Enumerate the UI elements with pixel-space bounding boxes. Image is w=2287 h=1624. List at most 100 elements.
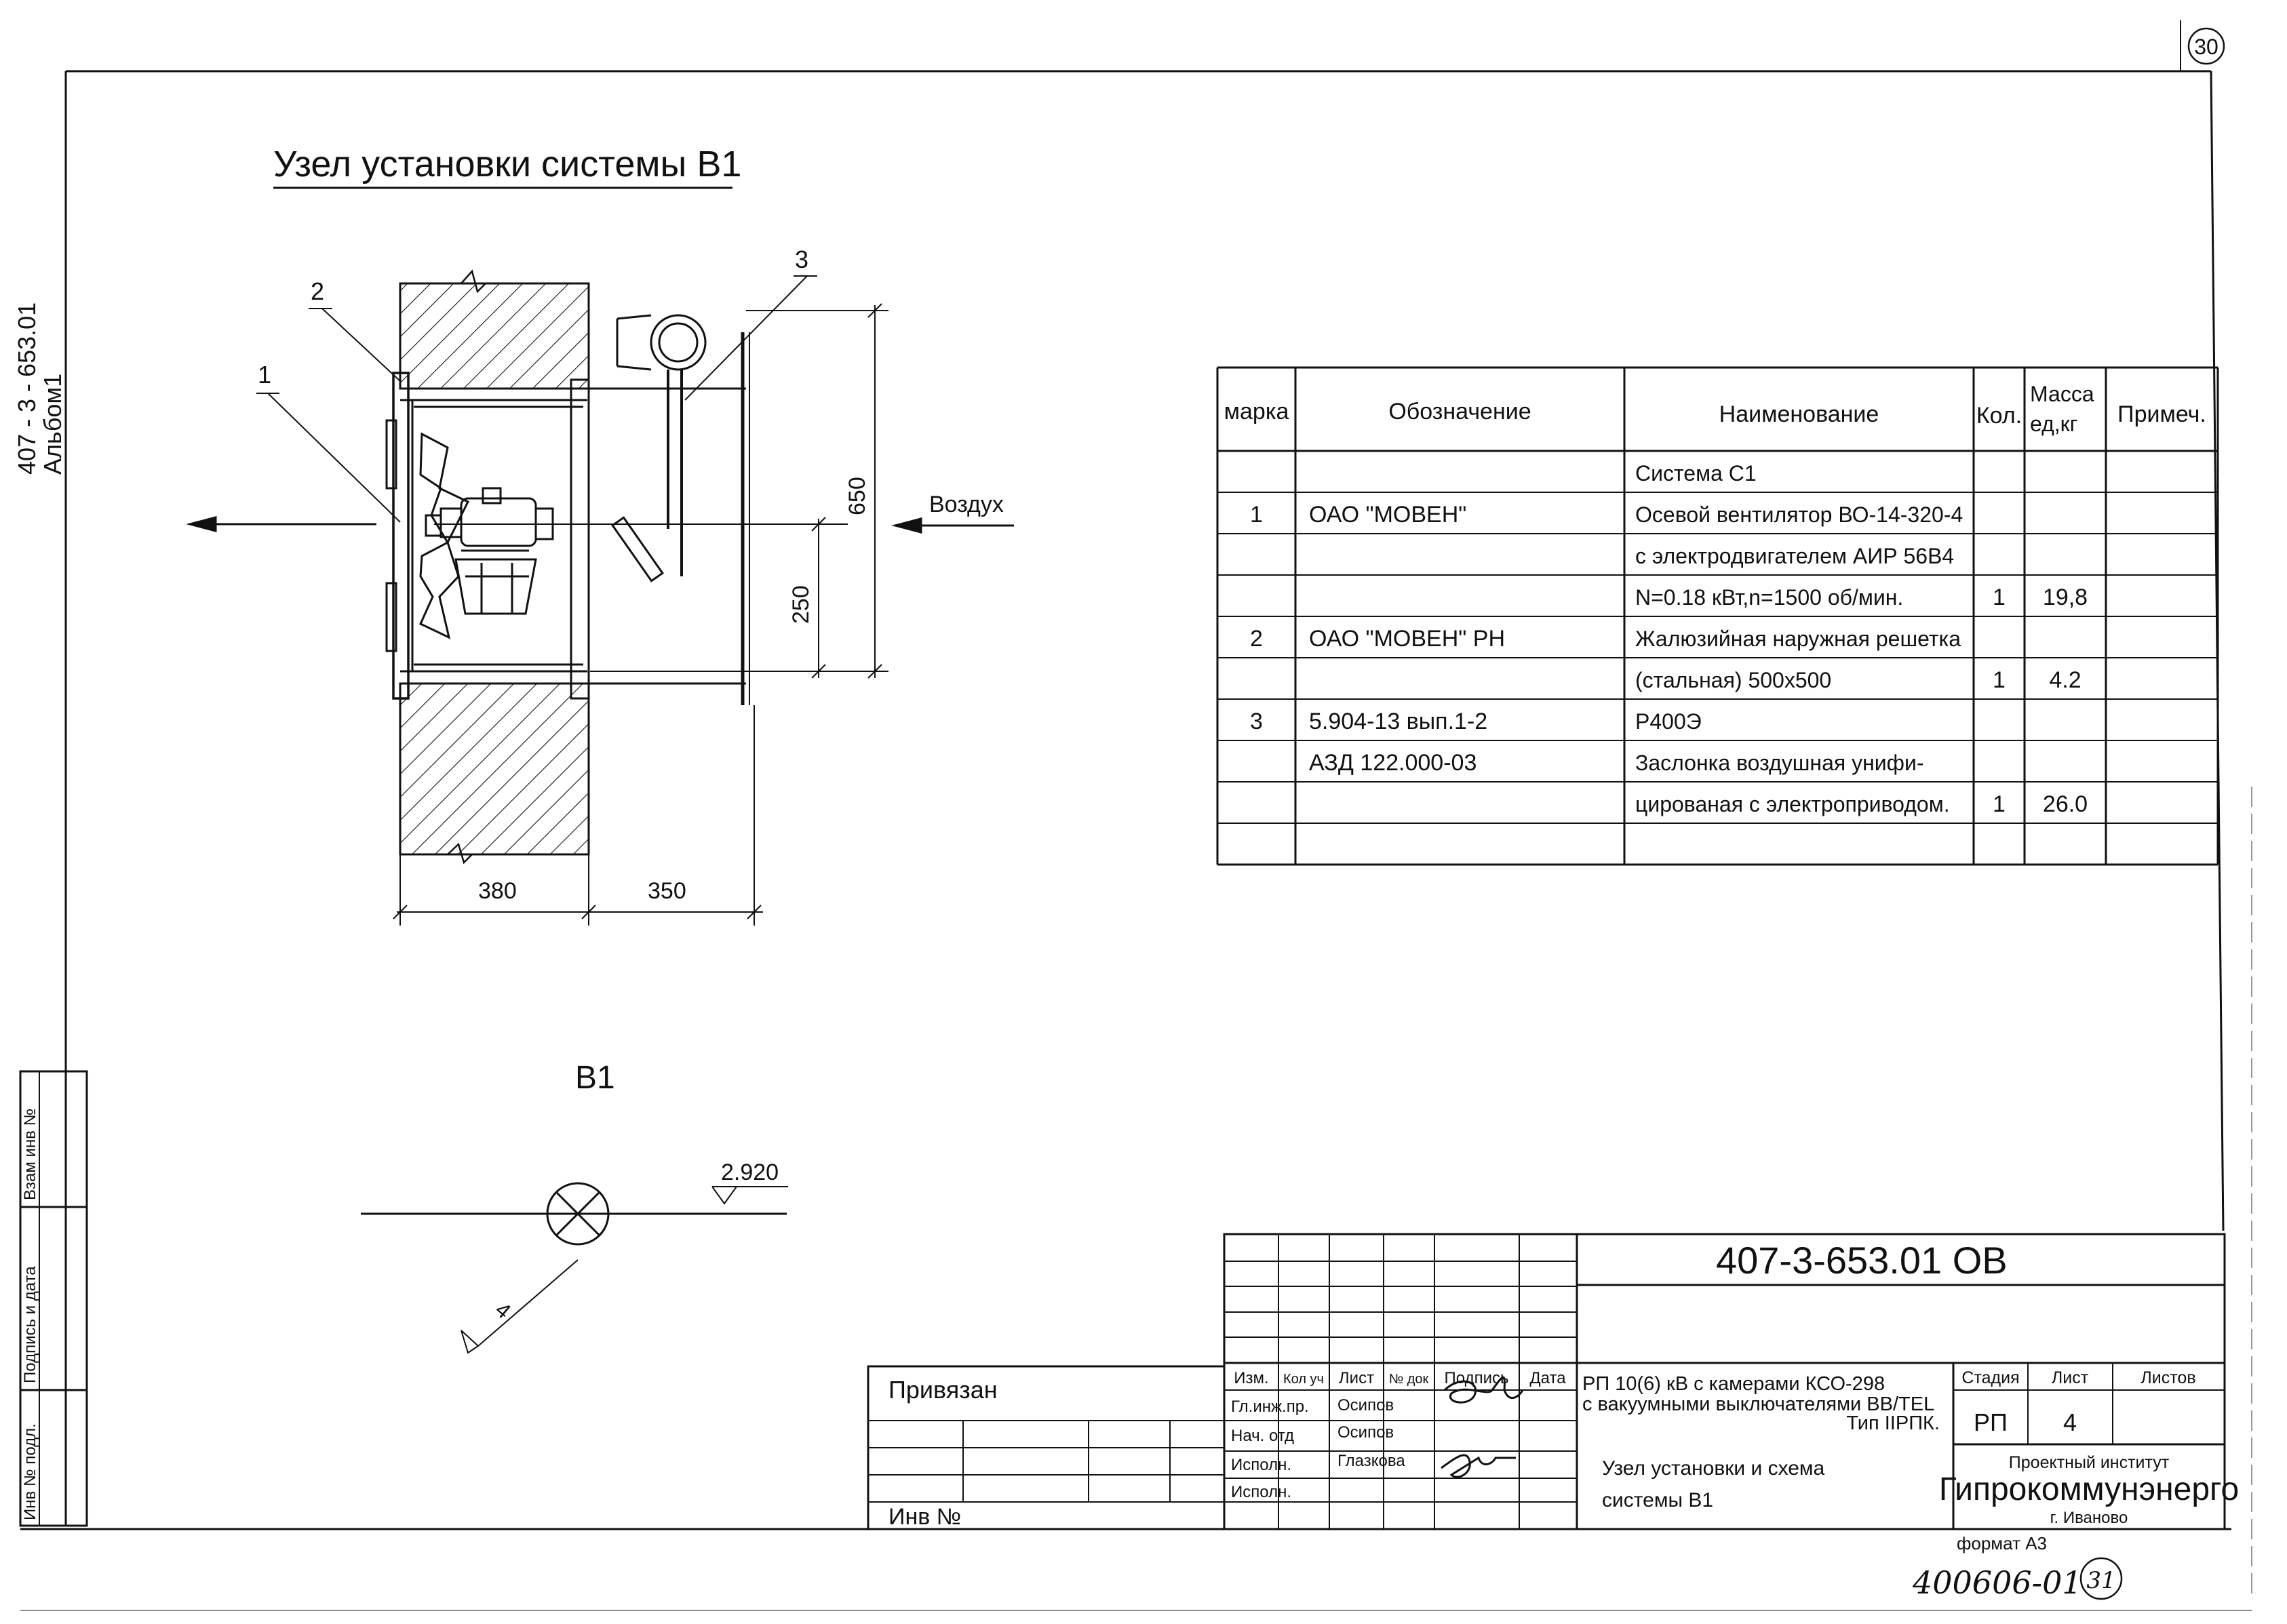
sheet-number-top: 30	[2187, 27, 2225, 65]
fan-symbol	[546, 1182, 610, 1246]
spec-header-name: Наименование	[1719, 401, 1879, 427]
spec-cell-mass: 19,8	[2043, 585, 2088, 610]
duct-flange	[570, 378, 590, 700]
tb-sheet-label: Лист	[2052, 1368, 2089, 1387]
tb-institute-caption: Проектный институт	[2009, 1453, 2170, 1472]
handwritten-number: 400606-01	[1912, 1564, 2082, 1601]
dim-650: 650	[844, 477, 870, 515]
spec-cell-name: Жалюзийная наружная решетка	[1635, 627, 1961, 651]
fan-blade-lower	[419, 540, 460, 639]
motor-support	[454, 558, 537, 615]
spec-cell-name: Осевой вентилятор ВО-14-320-4	[1635, 502, 1963, 527]
stamp-podpis: Подпись и дата	[21, 1266, 39, 1383]
spec-header-mark: марка	[1224, 399, 1289, 424]
spec-cell-qty: 1	[1993, 585, 2006, 610]
spec-cell-qty: 1	[1993, 667, 2006, 693]
tb-institute-city: г. Иваново	[2050, 1509, 2128, 1527]
tb-col-headers: Изм. Кол уч Лист № док Подпись Дата	[1234, 1369, 1566, 1387]
spec-header-designation: Обозначение	[1388, 399, 1531, 424]
dim-350: 350	[648, 878, 686, 904]
schematic-label: В1	[575, 1060, 615, 1096]
spec-cell-mass: 4.2	[2049, 667, 2081, 693]
tb-role-1: Нач. отд	[1231, 1427, 1294, 1445]
spec-cell-designation: ОАО "МОВЕН"	[1309, 502, 1466, 528]
tb-privyazan: Привязан	[888, 1376, 998, 1404]
fan-grille-frame	[392, 372, 410, 700]
svg-text:31: 31	[2086, 1567, 2115, 1594]
tb-roles: Гл.инж.пр. Осипов Нач. отд Осипов Исполн…	[1231, 1396, 1405, 1501]
spec-cell-mark: 2	[1250, 626, 1263, 652]
air-label: Воздух	[929, 492, 1004, 517]
tb-col-list: Лист	[1339, 1369, 1374, 1387]
tb-project-line2: с вакуумными выключателями ВВ/TEL	[1582, 1393, 1934, 1415]
tb-sheet-value: 4	[2063, 1408, 2077, 1436]
dim-250: 250	[788, 585, 814, 624]
damper-actuator	[650, 314, 707, 371]
fan-unit	[385, 372, 746, 700]
tb-sheet-title: Узел установки и схема системы В1	[1602, 1457, 1825, 1511]
wall-section	[399, 269, 590, 865]
circled-bottom: 31	[2079, 1557, 2123, 1600]
stamp-inv-podl: Инв № подл.	[21, 1423, 39, 1520]
title-block	[867, 1233, 2226, 1530]
electric-motor	[460, 497, 537, 547]
tb-col-data: Дата	[1529, 1369, 1566, 1387]
callout-4: 4	[491, 1297, 516, 1324]
spec-header-note: Примеч.	[2117, 401, 2206, 427]
spec-cell-name: Заслонка воздушная унифи-	[1635, 751, 1924, 775]
tb-col-nodok: № док	[1389, 1372, 1429, 1387]
dimension-lines	[393, 303, 888, 926]
spec-cell-name: с электродвигателем АИР 56В4	[1635, 544, 1954, 568]
tb-project-line1: РП 10(6) кВ с камерами КСО-298	[1582, 1373, 1885, 1395]
tb-sheet-title-line1: Узел установки и схема	[1602, 1457, 1825, 1480]
svg-text:30: 30	[2194, 35, 2218, 59]
tb-institute: Проектный институт Гипрокоммунэнерго г. …	[1939, 1453, 2239, 1527]
damper-blade	[611, 516, 664, 582]
left-stamp	[19, 1070, 88, 1527]
spec-header-qty: Кол.	[1976, 403, 2022, 429]
spec-cell-designation: ОАО "МОВЕН" РН	[1309, 626, 1505, 652]
spec-cell-mark: 3	[1250, 709, 1263, 734]
spec-cell-designation: АЗД 122.000-03	[1309, 750, 1477, 776]
spec-cell-designation: 5.904-13 вып.1-2	[1309, 709, 1487, 734]
page-title: Узел установки системы В1	[273, 144, 741, 184]
wall-upper-hatch	[399, 282, 590, 390]
spec-cell-name: Р400Э	[1635, 709, 1702, 734]
doc-code: 407-3-653.01 ОВ	[1716, 1239, 2008, 1282]
spec-cell-name: (стальная) 500x500	[1635, 668, 1831, 692]
tb-stage-label: Стадия	[1961, 1368, 2019, 1387]
side-code-number: 407 - 3 - 653.01	[13, 302, 41, 475]
tb-role-2: Исполн.	[1231, 1456, 1291, 1474]
tb-project: РП 10(6) кВ с камерами КСО-298 с вакуумн…	[1582, 1373, 1940, 1434]
schematic-symbol	[361, 1182, 788, 1354]
tb-institute-name: Гипрокоммунэнерго	[1939, 1471, 2239, 1507]
side-code: 407 - 3 - 653.01 Альбом1	[13, 302, 66, 475]
tb-name-0: Осипов	[1337, 1396, 1394, 1414]
tb-stage-value: РП	[1974, 1408, 2008, 1436]
spec-cell-name: N=0.18 кВт,n=1500 об/мин.	[1635, 585, 1903, 610]
tb-role-3: Исполн.	[1231, 1483, 1291, 1501]
stamp-vzam: Взам инв №	[21, 1109, 39, 1200]
tb-col-izm: Изм.	[1234, 1369, 1268, 1387]
tb-inv-no: Инв №	[888, 1504, 961, 1530]
tb-col-koluch: Кол уч	[1283, 1372, 1324, 1387]
airflow-arrows	[186, 516, 1014, 534]
spec-cell-mark: 1	[1250, 502, 1263, 528]
tb-name-2: Глазкова	[1337, 1452, 1405, 1470]
callout-3: 3	[795, 245, 808, 273]
spec-cell-mass: 26.0	[2043, 791, 2088, 817]
callout-1: 1	[258, 361, 271, 389]
callout-2: 2	[311, 277, 324, 305]
tb-stage-block: Стадия Лист Листов РП 4	[1961, 1368, 2195, 1436]
tb-col-podpis: Подпись	[1445, 1369, 1509, 1387]
tb-sheet-title-line2: системы В1	[1602, 1489, 1713, 1511]
tb-project-line3: Тип IIРПК.	[1846, 1412, 1940, 1434]
elevation-mark: 2.920	[721, 1160, 779, 1185]
dim-380: 380	[478, 878, 517, 904]
tb-format: формат А3	[1957, 1533, 2047, 1553]
side-album: Альбом1	[39, 374, 66, 475]
signature-marks	[1441, 1376, 1524, 1478]
